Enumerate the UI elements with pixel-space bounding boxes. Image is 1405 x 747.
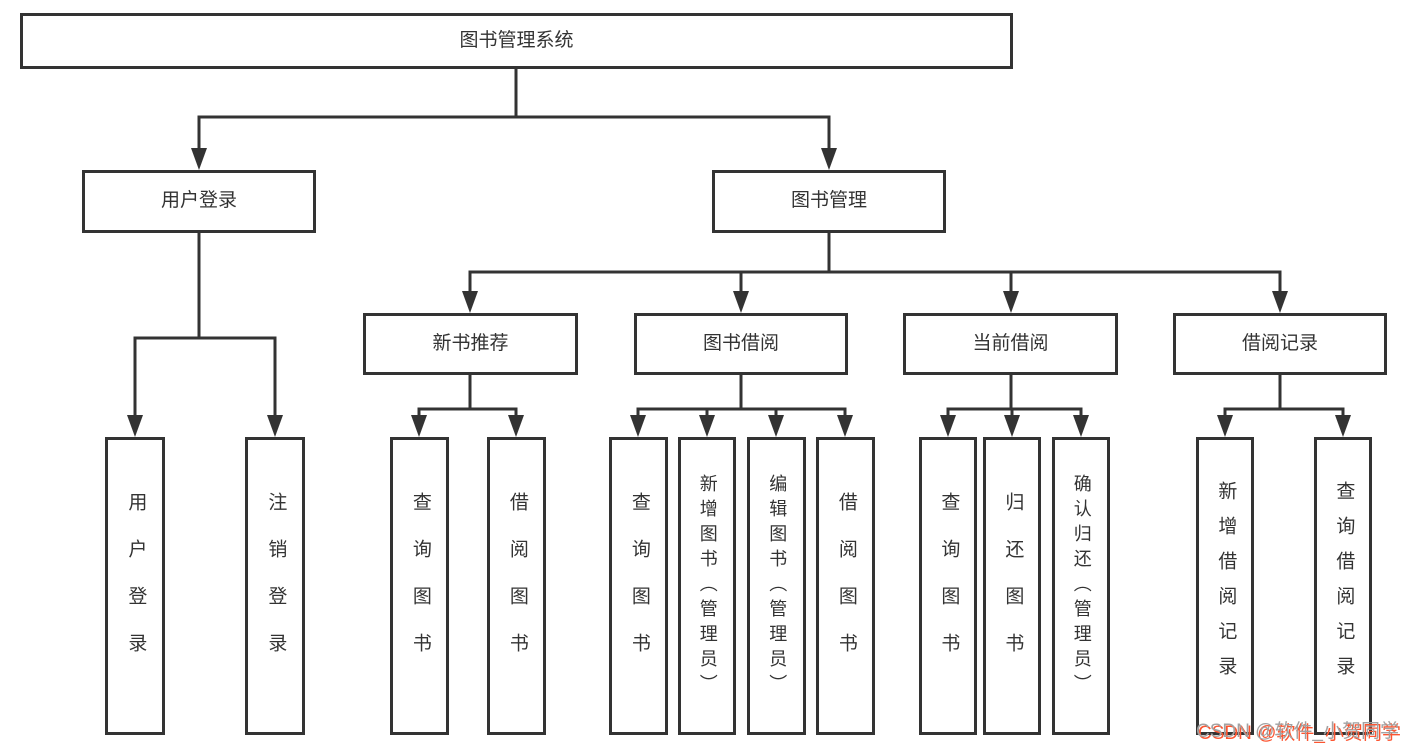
node-book-management: 图书管理 [712,170,946,233]
leaf-query-books-recommend: 查询图书 [390,437,449,735]
csdn-watermark: CSDN @软件_小贺同学 [1196,721,1399,742]
arrowhead [127,415,143,437]
leaf-logout: 注销登录 [245,437,305,735]
arrowhead [411,415,427,437]
arrowhead [191,148,207,170]
arrowhead [1003,291,1019,313]
arrowhead [940,415,956,437]
arrowhead [699,415,715,437]
leaf-query-books-borrowing: 查询图书 [609,437,668,735]
node-library-system: 图书管理系统 [20,13,1013,69]
node-borrowing-records: 借阅记录 [1173,313,1387,375]
arrowhead [837,415,853,437]
node-new-book-recommendation: 新书推荐 [363,313,578,375]
leaf-borrow-books: 借阅图书 [816,437,875,735]
node-user-login: 用户登录 [82,170,316,233]
leaf-confirm-return-admin: 确认归还（管理员） [1052,437,1110,735]
arrowhead [1217,415,1233,437]
arrowhead [630,415,646,437]
leaf-query-books-current: 查询图书 [919,437,977,735]
node-book-borrowing: 图书借阅 [634,313,848,375]
arrowhead [1335,415,1351,437]
arrowhead [733,291,749,313]
leaf-user-login: 用户登录 [105,437,165,735]
arrowhead [768,415,784,437]
leaf-add-book-admin: 新增图书（管理员） [678,437,736,735]
leaf-borrow-books-recommend: 借阅图书 [487,437,546,735]
leaf-edit-book-admin: 编辑图书（管理员） [747,437,806,735]
arrowhead [267,415,283,437]
node-current-borrowing: 当前借阅 [903,313,1118,375]
arrowhead [508,415,524,437]
leaf-query-borrow-record: 查询借阅记录 [1314,437,1372,735]
arrowhead [821,148,837,170]
leaf-return-books: 归还图书 [983,437,1041,735]
arrowhead [462,291,478,313]
leaf-add-borrow-record: 新增借阅记录 [1196,437,1254,735]
arrowhead [1272,291,1288,313]
arrowhead [1004,415,1020,437]
arrowhead [1073,415,1089,437]
